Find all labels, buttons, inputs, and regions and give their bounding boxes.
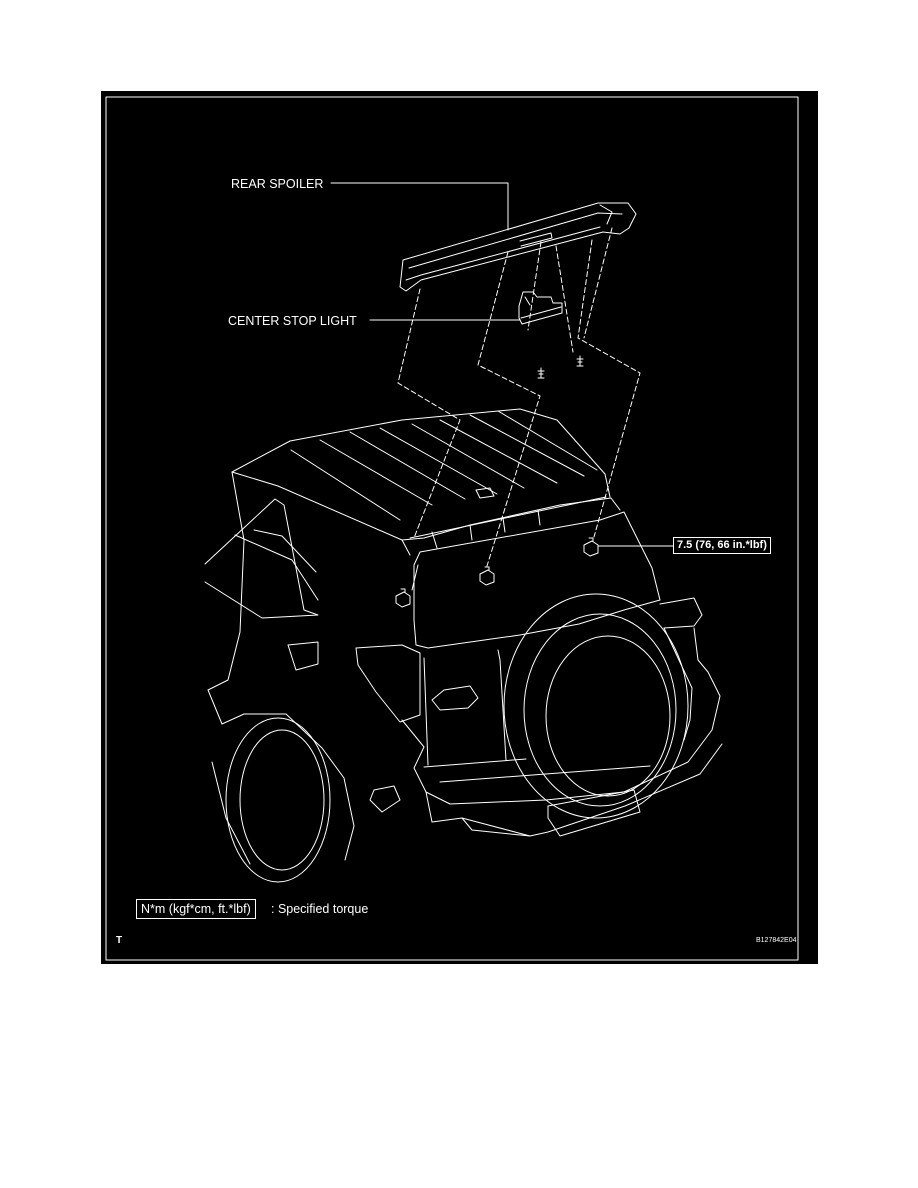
- inner-border: [105, 96, 799, 961]
- center-stop-light-part: [518, 291, 563, 325]
- center-stop-light-label: CENTER STOP LIGHT: [228, 314, 357, 328]
- torque-spec-box: 7.5 (76, 66 in.*lbf): [673, 537, 771, 554]
- figure-code: B127842E04: [756, 937, 797, 944]
- rear-spoiler-part: [399, 202, 637, 292]
- corner-letter: T: [116, 935, 123, 946]
- vehicle-body: [204, 408, 723, 883]
- torque-unit-legend-box: N*m (kgf*cm, ft.*lbf): [136, 899, 256, 919]
- exploded-diagram: [105, 96, 799, 961]
- torque-fasteners: [395, 537, 599, 608]
- rear-spoiler-label: REAR SPOILER: [231, 177, 324, 191]
- light-screws: [537, 355, 584, 379]
- diagram-panel: REAR SPOILER CENTER STOP LIGHT 7.5 (76, …: [101, 91, 818, 964]
- torque-unit-legend-text: : Specified torque: [271, 902, 369, 916]
